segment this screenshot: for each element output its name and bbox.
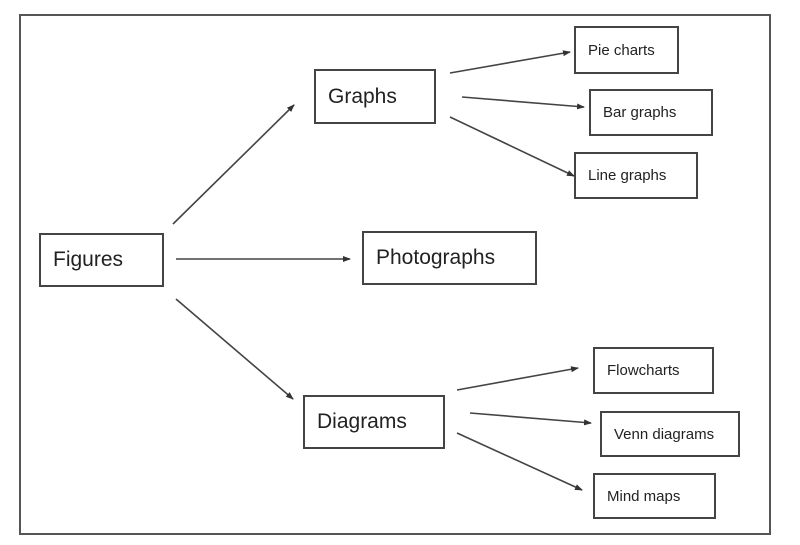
node-label: Bar graphs xyxy=(603,104,677,121)
node-label: Diagrams xyxy=(317,410,407,433)
node-diagrams: Diagrams xyxy=(303,395,445,449)
node-label: Mind maps xyxy=(607,487,681,505)
node-flowcharts: Flowcharts xyxy=(593,347,714,394)
node-label: Venn diagrams xyxy=(614,425,715,443)
node-venn-diagrams: Venn diagrams xyxy=(600,411,740,457)
arrow-diagrams-to-flowcharts xyxy=(456,366,579,391)
node-pie-charts: Pie charts xyxy=(574,26,679,74)
node-line-graphs: Line graphs xyxy=(574,152,698,199)
arrow-diagrams-to-venn-diagrams xyxy=(469,412,592,426)
node-label: Flowcharts xyxy=(607,362,680,379)
arrow-graphs-to-line-graphs xyxy=(449,116,575,177)
node-label: Line graphs xyxy=(588,167,667,184)
node-photographs: Photographs xyxy=(362,231,537,285)
node-label: Figures xyxy=(53,248,124,271)
node-bar-graphs: Bar graphs xyxy=(589,89,713,136)
node-figures: Figures xyxy=(39,233,164,287)
diagram-frame xyxy=(19,14,771,535)
node-label: Photographs xyxy=(376,246,496,269)
arrow-graphs-to-pie-charts xyxy=(449,50,571,74)
node-label: Graphs xyxy=(328,84,397,108)
node-label: Pie charts xyxy=(588,41,655,59)
arrow-figures-to-diagrams xyxy=(175,298,294,400)
arrow-graphs-to-bar-graphs xyxy=(461,96,585,110)
node-graphs: Graphs xyxy=(314,69,436,124)
arrow-figures-to-graphs xyxy=(172,104,295,225)
node-mind-maps: Mind maps xyxy=(593,473,716,519)
arrow-diagrams-to-mind-maps xyxy=(456,432,583,491)
